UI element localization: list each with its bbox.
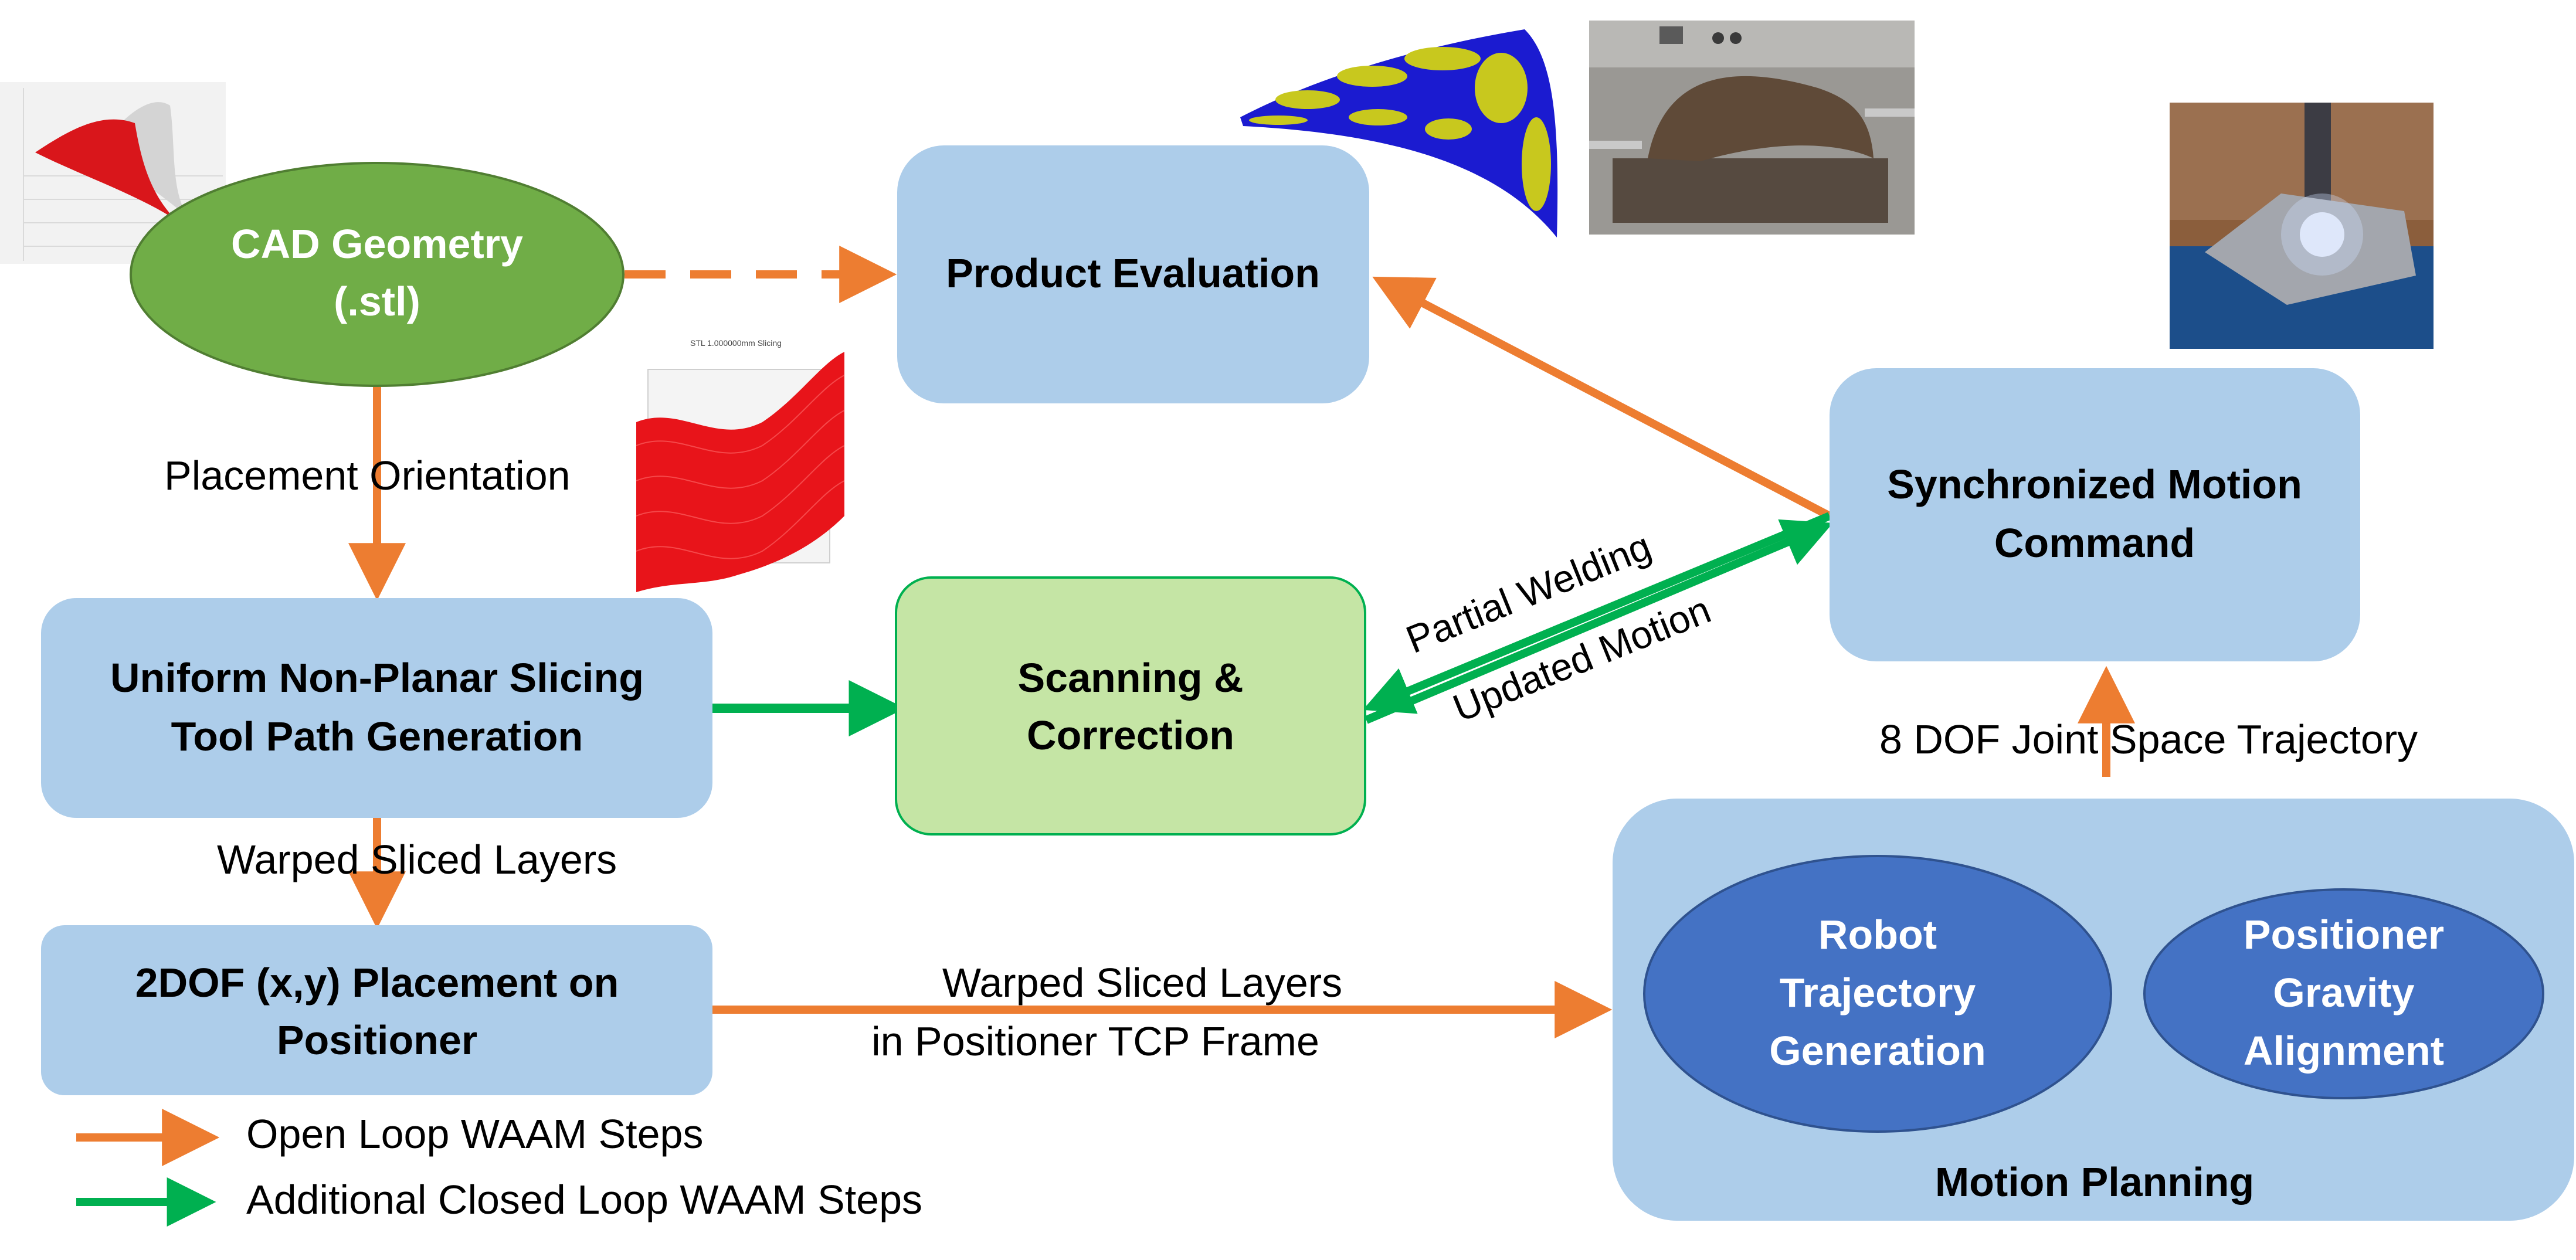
label-warped-sliced-layers: Warped Sliced Layers (217, 837, 617, 882)
slicing-label-line1: Uniform Non-Planar Slicing (110, 655, 644, 701)
placement-label-line1: 2DOF (x,y) Placement on (135, 960, 619, 1006)
legend-closed-loop-label: Additional Closed Loop WAAM Steps (246, 1177, 922, 1222)
node-synchronized-motion: Synchronized Motion Command (1830, 368, 2360, 661)
cad-preview-thumbnail (0, 82, 226, 264)
node-positioner-gravity: Positioner Gravity Alignment (2143, 888, 2544, 1099)
legend-closed-loop: Additional Closed Loop WAAM Steps (76, 1177, 922, 1227)
node-cad-geometry: CAD Geometry (.stl) (130, 162, 625, 387)
product-eval-label: Product Evaluation (946, 250, 1320, 296)
legend-open-loop: Open Loop WAAM Steps (76, 1109, 703, 1166)
node-placement: 2DOF (x,y) Placement on Positioner (41, 925, 712, 1095)
node-scanning-correction: Scanning & Correction (895, 576, 1366, 836)
edge-sync-to-scanning (1362, 512, 1831, 714)
legend: Open Loop WAAM Steps Additional Closed L… (76, 1109, 922, 1227)
edge-scanning-to-sync (1365, 519, 1833, 724)
scanning-label-line1: Scanning & (1017, 655, 1243, 701)
slicing-plot-thumbnail: STL 1.000000mm Slicing (636, 338, 845, 592)
legend-open-loop-label: Open Loop WAAM Steps (246, 1111, 703, 1157)
node-product-evaluation: Product Evaluation (897, 145, 1369, 403)
placement-label-line2: Positioner (277, 1017, 477, 1063)
sync-label-line1: Synchronized Motion (1887, 461, 2302, 507)
motion-planning-label: Motion Planning (1935, 1159, 2254, 1205)
cad-label-line2: (.stl) (334, 279, 420, 324)
scan-deviation-thumbnail (1240, 29, 1558, 237)
robot-traj-line1: Robot (1818, 912, 1937, 957)
node-motion-planning: Motion Planning Robot Trajectory Generat… (1613, 799, 2574, 1221)
cad-label-line1: CAD Geometry (231, 221, 523, 267)
slicing-plot-title: STL 1.000000mm Slicing (690, 338, 782, 348)
positioner-grav-line2: Gravity (2273, 970, 2414, 1016)
robot-traj-line3: Generation (1769, 1028, 1986, 1074)
scanning-label-line2: Correction (1027, 712, 1234, 758)
welding-cell-photo (2170, 103, 2434, 349)
label-joint-space-trajectory: 8 DOF Joint Space Trajectory (1879, 716, 2418, 762)
positioner-grav-line3: Alignment (2244, 1028, 2444, 1074)
sync-label-line2: Command (1994, 520, 2195, 566)
label-placement-orientation: Placement Orientation (164, 453, 571, 498)
label-warped-tcp-line2: in Positioner TCP Frame (871, 1018, 1319, 1064)
label-warped-tcp-line1: Warped Sliced Layers (942, 960, 1342, 1006)
edge-sync-to-product-eval (1372, 276, 1832, 520)
printed-part-photo (1589, 21, 1915, 235)
slicing-label-line2: Tool Path Generation (171, 714, 583, 759)
node-robot-trajectory: Robot Trajectory Generation (1643, 855, 2112, 1133)
robot-traj-line2: Trajectory (1780, 970, 1976, 1016)
node-slicing: Uniform Non-Planar Slicing Tool Path Gen… (41, 598, 712, 818)
positioner-grav-line1: Positioner (2244, 912, 2444, 957)
